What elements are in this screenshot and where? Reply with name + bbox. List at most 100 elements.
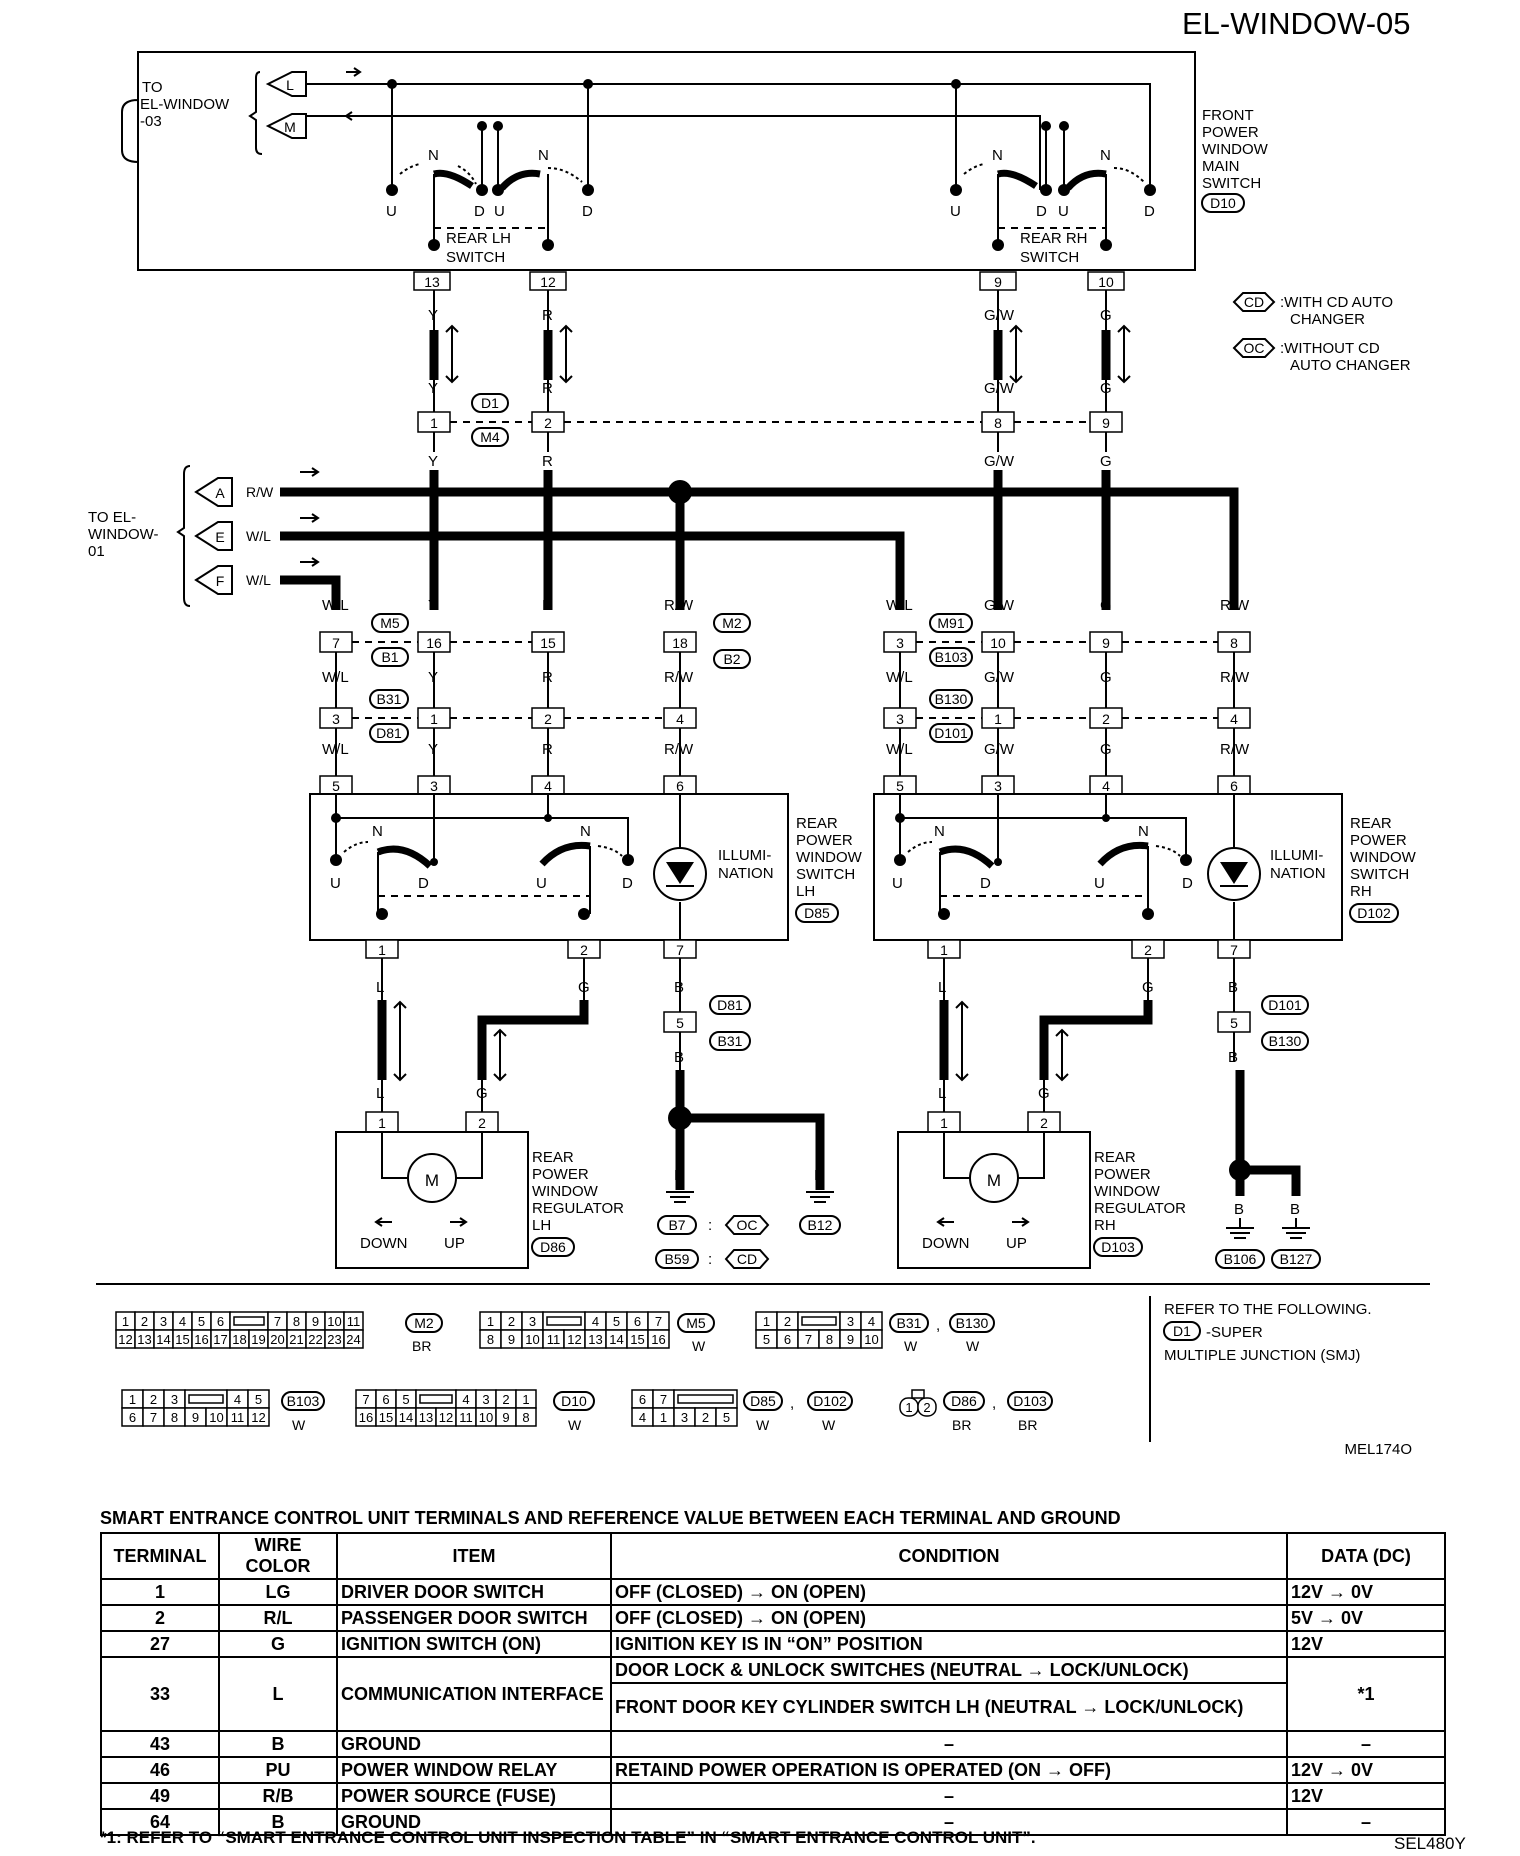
svg-text:W: W <box>822 1417 836 1433</box>
svg-text:N: N <box>1100 147 1111 164</box>
connector-pin-label: 12 <box>251 1410 265 1425</box>
svg-text:7: 7 <box>332 635 340 651</box>
svg-text:U: U <box>494 203 505 220</box>
svg-text:1: 1 <box>378 1115 386 1131</box>
wire-bundle-lower-lh <box>377 1000 589 1080</box>
svg-text:B103: B103 <box>287 1393 320 1409</box>
connector-key-slot <box>419 1394 453 1404</box>
svg-text:1: 1 <box>378 942 386 958</box>
connector-pin-label: 11 <box>347 1314 361 1329</box>
svg-text:D101: D101 <box>934 725 968 741</box>
col-item: ITEM <box>336 1532 612 1580</box>
svg-text:U: U <box>950 203 961 220</box>
svg-text:POWER: POWER <box>1094 1166 1151 1183</box>
svg-text:B: B <box>1228 1049 1238 1066</box>
connector-pin-label: 6 <box>634 1314 641 1329</box>
connector-pin-label: 10 <box>864 1332 878 1347</box>
harness-connector-a: A R/W <box>194 477 274 507</box>
svg-text:EL-WINDOW: EL-WINDOW <box>140 96 230 113</box>
connector-pin-label: 12 <box>567 1332 581 1347</box>
svg-text:5: 5 <box>676 1015 684 1031</box>
svg-text:W: W <box>966 1338 980 1354</box>
connector-pin-label: 5 <box>613 1314 620 1329</box>
page-title: EL-WINDOW-05 <box>1182 6 1411 41</box>
svg-text:OC: OC <box>1244 340 1265 356</box>
svg-text:REGULATOR: REGULATOR <box>1094 1200 1186 1217</box>
footnote: *1: REFER TO “SMART ENTRANCE CONTROL UNI… <box>100 1828 1036 1847</box>
connector-pin-label: 15 <box>379 1410 393 1425</box>
svg-text:G/W: G/W <box>984 597 1015 614</box>
connector-pin-label: 12 <box>439 1410 453 1425</box>
col-data: DATA (DC) <box>1286 1532 1446 1580</box>
svg-text:R/W: R/W <box>1220 669 1250 686</box>
connector-pin-label: 7 <box>150 1410 157 1425</box>
svg-text:9: 9 <box>1102 415 1110 431</box>
svg-text::WITH CD AUTO: :WITH CD AUTO <box>1280 294 1393 311</box>
connector-pin-label: 12 <box>118 1332 132 1347</box>
svg-text:Y: Y <box>428 453 438 470</box>
svg-text:10: 10 <box>1098 274 1114 290</box>
svg-text:B31: B31 <box>718 1033 743 1049</box>
svg-text:WINDOW-: WINDOW- <box>88 526 159 543</box>
svg-text:W/L: W/L <box>246 572 271 588</box>
svg-text:G: G <box>1038 1085 1050 1102</box>
svg-text:OC: OC <box>737 1217 758 1233</box>
svg-text:G: G <box>578 979 590 996</box>
connector-pin-label: 16 <box>359 1410 373 1425</box>
svg-text:1: 1 <box>940 1115 948 1131</box>
svg-text:W/L: W/L <box>322 741 349 758</box>
svg-text:8: 8 <box>1230 635 1238 651</box>
connector-pin-label: 4 <box>639 1410 646 1425</box>
svg-text:WINDOW: WINDOW <box>532 1183 599 1200</box>
rear-power-window-switch-rh: 5 3 4 6 N N U D U D ILLUMI- NATION REAR … <box>873 775 1417 959</box>
svg-text:5: 5 <box>332 778 340 794</box>
svg-text:1: 1 <box>994 711 1002 727</box>
svg-text:B: B <box>1234 1201 1244 1218</box>
rear-power-window-regulator-lh: 1 2 M DOWN UP REAR POWER WINDOW REGULATO… <box>335 1111 624 1269</box>
svg-text:W/L: W/L <box>886 669 913 686</box>
harness-connector-e: E W/L <box>194 521 271 551</box>
svg-text:POWER: POWER <box>796 832 853 849</box>
connector-pin-label: 8 <box>293 1314 300 1329</box>
col-terminal: TERMINAL <box>100 1532 220 1580</box>
arrow-right <box>346 67 362 77</box>
svg-text:G: G <box>1100 597 1112 614</box>
svg-text:DOWN: DOWN <box>360 1235 408 1252</box>
connector-pin-label: 23 <box>327 1332 341 1347</box>
svg-text:UP: UP <box>444 1235 465 1252</box>
svg-text:16: 16 <box>426 635 442 651</box>
svg-text:G: G <box>1100 453 1112 470</box>
svg-text:M5: M5 <box>380 615 400 631</box>
svg-text:,: , <box>992 1395 996 1412</box>
connector-pin-label: 7 <box>274 1314 281 1329</box>
svg-text:M5: M5 <box>686 1315 706 1331</box>
rear-power-window-regulator-rh: 1 2 M DOWN UP REAR POWER WINDOW REGULATO… <box>897 1111 1186 1269</box>
connector-pin-label: 8 <box>487 1332 494 1347</box>
svg-text:12: 12 <box>540 274 556 290</box>
svg-text:M: M <box>425 1171 439 1190</box>
svg-text:L: L <box>938 1085 946 1102</box>
svg-text:REAR: REAR <box>796 815 838 832</box>
svg-text:Y: Y <box>428 597 438 614</box>
svg-text:POWER: POWER <box>1350 832 1407 849</box>
svg-text:SWITCH: SWITCH <box>446 249 505 266</box>
svg-text:D: D <box>474 203 485 220</box>
svg-text:D: D <box>1182 875 1193 892</box>
bus-wl-e <box>280 531 905 610</box>
svg-text:M: M <box>987 1171 1001 1190</box>
connector-pin-label: 7 <box>362 1392 369 1407</box>
svg-text:G/W: G/W <box>984 380 1015 397</box>
svg-text:REAR RH: REAR RH <box>1020 230 1088 247</box>
connector-pin-label: 16 <box>194 1332 208 1347</box>
svg-text:WINDOW: WINDOW <box>1094 1183 1161 1200</box>
svg-text:MULTIPLE JUNCTION (SMJ): MULTIPLE JUNCTION (SMJ) <box>1164 1347 1360 1364</box>
svg-text:W/L: W/L <box>886 597 913 614</box>
connector-pin <box>247 1407 270 1427</box>
connector-pin-label: 2 <box>923 1400 930 1415</box>
front-main-switch-label: FRONT POWER WINDOW MAIN SWITCH D10 <box>1201 107 1269 213</box>
connector-pin-label: 4 <box>462 1392 469 1407</box>
